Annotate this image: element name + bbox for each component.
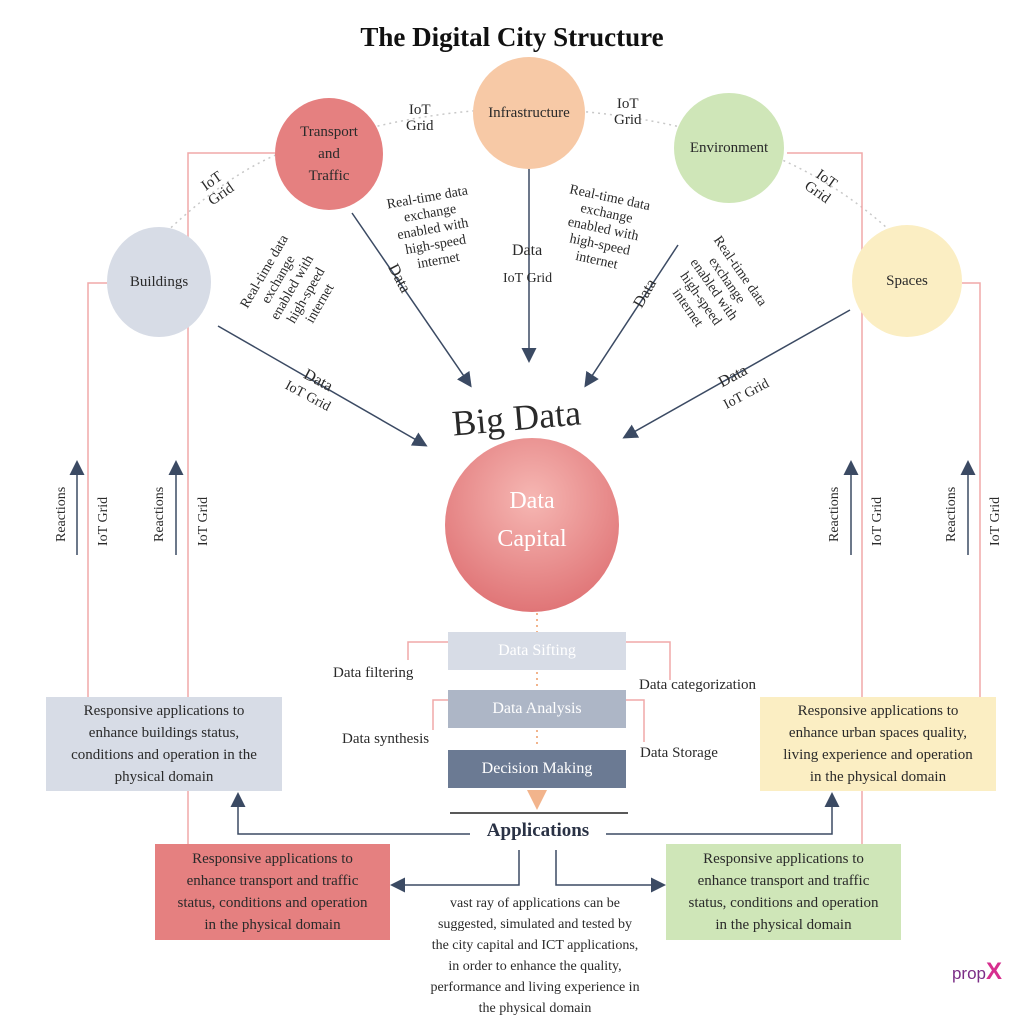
brand-mark: X [985,958,1002,985]
spaces-node: Spaces [852,225,962,337]
data-arrow-transport [351,212,472,388]
data-sifting-stage: Data Sifting [448,632,626,670]
transport-label: Transport and Traffic [300,124,358,184]
reactions-label-3: Reactions [827,486,842,542]
transport-app-box-red: Responsive applications to enhance trans… [155,844,390,940]
spaces-app-box: Responsive applications to enhance urban… [760,697,996,791]
buildings-label: Buildings [129,274,189,290]
buildings-app-text: Responsive applications to enhance build… [71,703,257,785]
environment-label: Environment [689,140,769,156]
transport-app-box-green: Responsive applications to enhance trans… [666,844,901,940]
data-capital-circle [445,438,619,612]
data-categorization-label: Data categorization [639,677,757,693]
transport-node: Transport and Traffic [275,98,383,210]
spaces-app-text: Responsive applications to enhance urban… [783,703,973,785]
iot-grid-label-infrastructure: IoT Grid [503,271,553,286]
data-analysis-stage: Data Analysis [448,690,626,728]
spaces-label: Spaces [886,273,928,289]
infrastructure-label: Infrastructure [488,105,570,121]
app-arrow-transport-green [555,850,666,893]
app-arrow-transport-red [390,850,520,893]
iot-grid-vertical-3: IoT Grid [870,496,885,546]
environment-node: Environment [674,93,784,203]
data-arrow-spaces [622,309,851,439]
applications-description: vast ray of applications can be suggeste… [430,896,640,1016]
iot-grid-label-3: IoT Grid [614,96,642,128]
reactions-label-4: Reactions [944,486,959,542]
decision-making-label: Decision Making [481,760,593,777]
page-title: The Digital City Structure [360,22,664,52]
app-arrow-spaces [606,792,840,835]
data-sifting-label: Data Sifting [498,642,576,659]
infrastructure-node: Infrastructure [473,57,585,169]
realtime-text-3: Real-time data exchange enabled with hig… [566,182,652,273]
data-label-infrastructure: Data [512,242,543,259]
app-arrow-buildings [230,792,470,835]
buildings-app-box: Responsive applications to enhance build… [46,697,282,791]
brand-logo: propX [952,958,1002,986]
data-analysis-label: Data Analysis [492,700,582,717]
data-capital-label: Data Capital [497,488,567,552]
iot-grid-vertical-1: IoT Grid [96,496,111,546]
iot-grid-label-2: IoT Grid [406,102,434,134]
reactions-label-1: Reactions [54,486,69,542]
data-arrow-buildings [217,325,428,447]
data-synthesis-label: Data synthesis [342,731,430,747]
transport-app-text-red: Responsive applications to enhance trans… [177,851,368,933]
transport-app-text-green: Responsive applications to enhance trans… [688,851,879,933]
decision-making-stage: Decision Making [448,750,626,788]
buildings-node: Buildings [107,227,211,337]
iot-grid-vertical-2: IoT Grid [196,496,211,546]
reactions-label-2: Reactions [152,486,167,542]
data-storage-label: Data Storage [640,745,718,761]
applications-heading: Applications [486,820,590,841]
iot-grid-vertical-4: IoT Grid [988,496,1003,546]
data-filtering-label: Data filtering [333,665,414,681]
data-arrow-environment [584,244,679,388]
brand-prefix: prop [951,964,986,983]
